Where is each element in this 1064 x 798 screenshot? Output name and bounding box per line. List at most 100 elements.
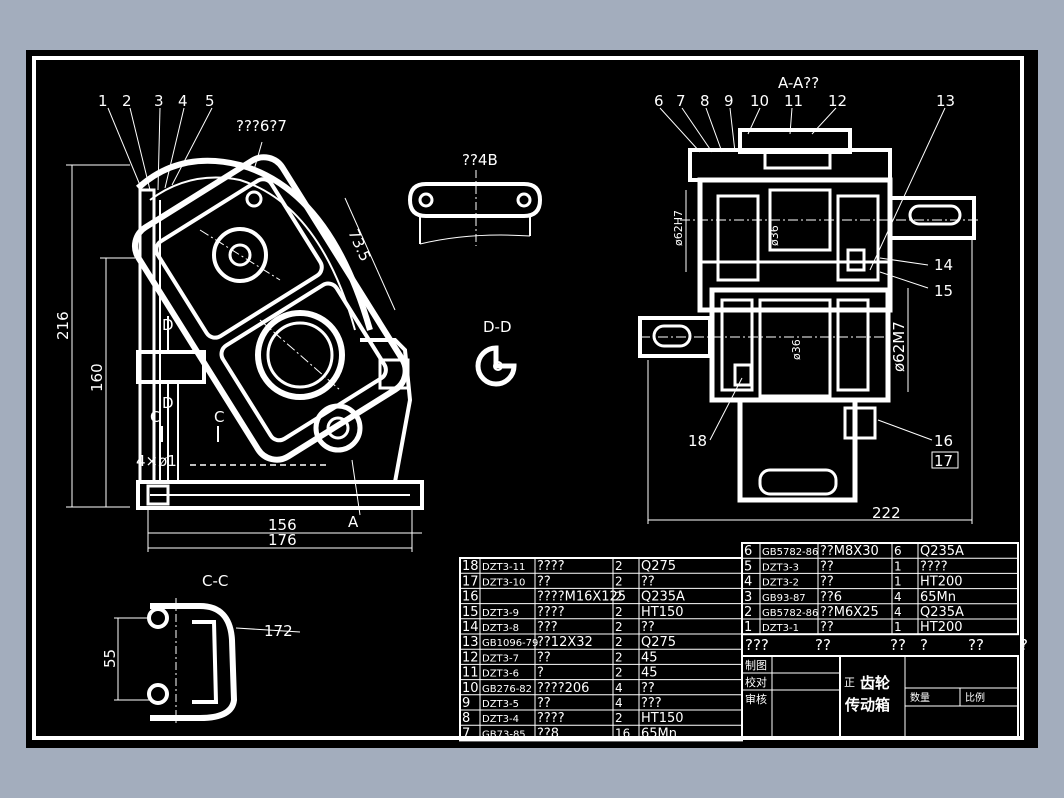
bom-header-qty: ?? bbox=[890, 636, 906, 654]
bom-header-note: ?? bbox=[968, 636, 984, 654]
bom-cell-name: ??? bbox=[537, 620, 558, 635]
bom-cell-mat: ??? bbox=[641, 696, 662, 711]
aa-label-17: 17 bbox=[934, 452, 953, 470]
bom-cell-code: DZT3-5 bbox=[482, 699, 519, 710]
main-note: ???6?7 bbox=[236, 117, 287, 135]
bom-cell-no: 16 bbox=[462, 590, 479, 605]
bom-cell-mat: HT150 bbox=[641, 605, 684, 620]
section-mark-a: A bbox=[348, 513, 359, 531]
bom-cell-mat: HT150 bbox=[641, 711, 684, 726]
bom-cell-mat: ???? bbox=[920, 559, 948, 574]
bom-cell-code: DZT3-6 bbox=[482, 669, 519, 680]
aa-label-7: 7 bbox=[676, 92, 686, 110]
bom-header-row: ??? ?? ?? ? ?? ? bbox=[742, 633, 1028, 657]
bom-cell-qty: 2 bbox=[615, 620, 623, 634]
section-mark-d: D bbox=[162, 316, 174, 334]
dim-160: 160 bbox=[88, 363, 106, 392]
dim-73-5: 73.5 bbox=[344, 226, 374, 264]
bom-cell-mat: 45 bbox=[641, 650, 658, 665]
bom-cell-mat: 65Mn bbox=[920, 590, 956, 605]
aa-label-15: 15 bbox=[934, 282, 953, 300]
bom-header-mat: ? bbox=[920, 636, 928, 654]
dim-phi62h7: ø62H7 bbox=[672, 210, 685, 246]
bom-cell-name: ??12X32 bbox=[537, 635, 593, 650]
bom-cell-mat: ?? bbox=[641, 620, 655, 635]
bom-cell-no: 9 bbox=[462, 696, 470, 711]
aa-label-9: 9 bbox=[724, 92, 734, 110]
bom-cell-mat: ?? bbox=[641, 681, 655, 696]
title-zheng: 正 bbox=[844, 676, 855, 689]
title-col-quantity: 数量 bbox=[910, 691, 930, 704]
bom-cell-name: ?? bbox=[820, 575, 834, 590]
bom-cell-name: ?? bbox=[537, 650, 551, 665]
bom-cell-no: 10 bbox=[462, 681, 479, 696]
title-line-2: 传动箱 bbox=[844, 696, 890, 714]
bom-cell-mat: Q275 bbox=[641, 559, 676, 574]
bom-cell-no: 1 bbox=[744, 620, 752, 635]
bom-cell-qty: 2 bbox=[615, 574, 623, 588]
dim-phi36: ø36 bbox=[768, 225, 781, 246]
bom-cell-code: DZT3-3 bbox=[762, 562, 799, 573]
bom-cell-name: ??M6X25 bbox=[820, 605, 879, 620]
bom-cell-qty: 4 bbox=[615, 696, 623, 710]
bom-cell-mat: 45 bbox=[641, 666, 658, 681]
title-reviewed: 审核 bbox=[745, 692, 767, 706]
bom-cell-name: ???? bbox=[537, 559, 565, 574]
part-label-3: 3 bbox=[154, 92, 164, 110]
title-made-by: 制图 bbox=[745, 659, 767, 672]
bom-cell-code: DZT3-1 bbox=[762, 623, 799, 634]
bom-cell-qty: 2 bbox=[615, 605, 623, 619]
part-label-5: 5 bbox=[205, 92, 215, 110]
bom-cell-qty: 4 bbox=[894, 590, 902, 604]
title-checked: 校对 bbox=[745, 675, 767, 689]
bom-cell-qty: 1 bbox=[894, 559, 902, 573]
dim-172: 172 bbox=[264, 622, 293, 640]
bom-cell-no: 3 bbox=[744, 590, 752, 605]
view-dd bbox=[475, 345, 517, 387]
bom-row: 9 DZT3-5?? 4??? bbox=[462, 696, 662, 711]
part-label-1: 1 bbox=[98, 92, 108, 110]
bom-cell-name: ?? bbox=[537, 574, 551, 589]
bom-cell-name: ??6 bbox=[820, 590, 842, 605]
bom-cell-code: GB5782-86 bbox=[762, 608, 818, 619]
section-mark-c2: C bbox=[214, 408, 224, 426]
aa-label-11: 11 bbox=[784, 92, 803, 110]
bom-cell-no: 7 bbox=[462, 726, 470, 741]
bom-cell-code: DZT3-2 bbox=[762, 578, 799, 589]
bom-cell-mat: Q235A bbox=[920, 544, 964, 559]
bom-cell-code: DZT3-11 bbox=[482, 562, 525, 573]
bom-cell-name: ?? bbox=[537, 696, 551, 711]
bom-cell-code: GB1096-79 bbox=[482, 638, 538, 649]
dim-216: 216 bbox=[54, 311, 72, 340]
bom-cell-mat: ?? bbox=[641, 574, 655, 589]
dim-holes: 4×ø1 bbox=[136, 452, 177, 470]
aa-label-12: 12 bbox=[828, 92, 847, 110]
aa-label-10: 10 bbox=[750, 92, 769, 110]
bom-cell-code: GB5782-86 bbox=[762, 547, 818, 558]
bom-cell-qty: 4 bbox=[894, 605, 902, 619]
aa-label-18: 18 bbox=[688, 432, 707, 450]
bom-cell-no: 5 bbox=[744, 559, 752, 574]
part-label-2: 2 bbox=[122, 92, 132, 110]
bom-cell-code: DZT3-10 bbox=[482, 577, 525, 588]
bom-cell-code: DZT3-7 bbox=[482, 653, 519, 664]
section-mark-d2: D bbox=[162, 394, 174, 412]
bom-cell-no: 11 bbox=[462, 666, 479, 681]
bom-cell-no: 4 bbox=[744, 575, 752, 590]
bom-cell-mat: Q235A bbox=[641, 590, 685, 605]
aa-label-14: 14 bbox=[934, 256, 953, 274]
bom-cell-code: DZT3-9 bbox=[482, 608, 519, 619]
bom-cell-code: DZT3-8 bbox=[482, 623, 519, 634]
aa-label-6: 6 bbox=[654, 92, 664, 110]
label-17-box bbox=[931, 451, 959, 469]
